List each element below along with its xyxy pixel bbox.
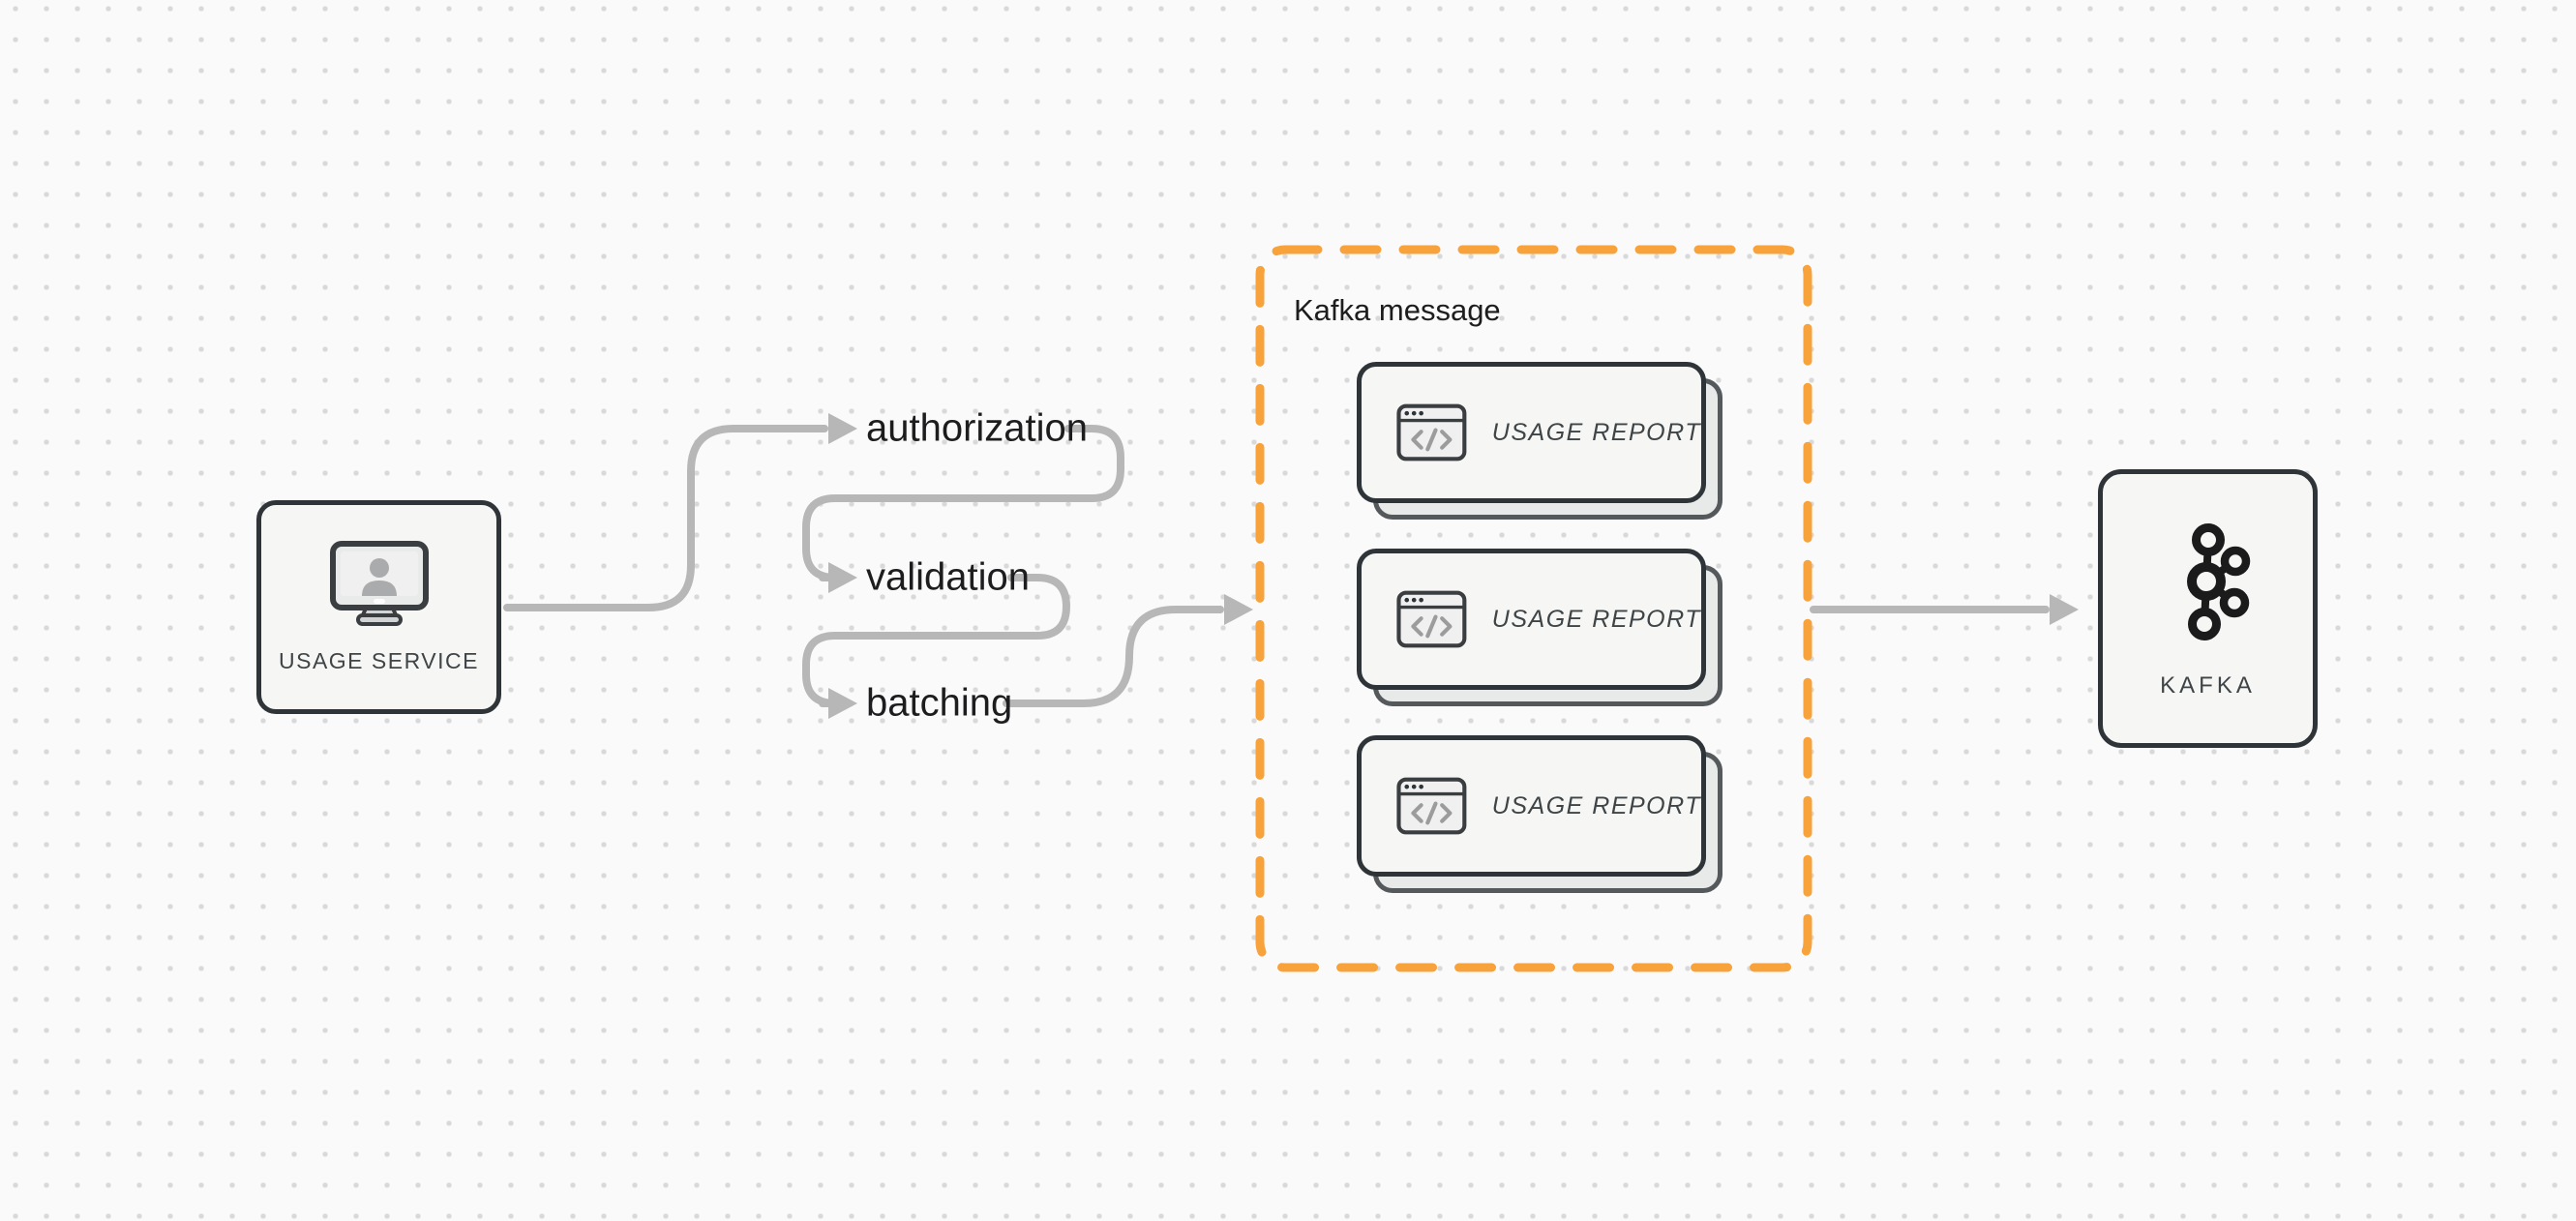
flow-line-batching-to-group xyxy=(1003,606,1224,707)
kafka-logo-icon xyxy=(2186,523,2250,640)
usage-report-card: USAGE REPORT xyxy=(1357,735,1722,893)
monitor-user-icon xyxy=(329,541,429,626)
kafka-message-group-title: Kafka message xyxy=(1294,293,1501,327)
flow-line-authorization-to-validation xyxy=(802,425,1124,581)
usage-report-label: USAGE REPORT xyxy=(1491,605,1701,633)
kafka-node: KAFKA xyxy=(2098,469,2318,748)
usage-report-card-front: USAGE REPORT xyxy=(1357,549,1706,690)
step-label-batching: batching xyxy=(866,681,1013,725)
code-window-icon xyxy=(1396,590,1467,648)
flow-line-validation-to-batching xyxy=(802,574,1071,707)
step-label-authorization: authorization xyxy=(866,406,1089,450)
arrowhead-batching xyxy=(828,688,857,719)
usage-report-card: USAGE REPORT xyxy=(1357,549,1722,706)
code-window-icon xyxy=(1396,403,1467,462)
arrowhead-kafka xyxy=(2050,594,2079,625)
arrowhead-authorization xyxy=(828,413,857,444)
usage-service-label: USAGE SERVICE xyxy=(279,648,479,673)
usage-report-label: USAGE REPORT xyxy=(1491,418,1701,446)
kafka-label: KAFKA xyxy=(2160,672,2256,699)
flow-line-usage-to-authorization xyxy=(503,425,828,611)
usage-service-node: USAGE SERVICE xyxy=(256,500,501,714)
arrowhead-validation xyxy=(828,562,857,593)
kafka-message-group-border xyxy=(1255,245,1812,972)
code-window-icon xyxy=(1396,777,1467,835)
usage-report-card-front: USAGE REPORT xyxy=(1357,362,1706,503)
step-label-validation: validation xyxy=(866,555,1031,599)
arrowhead-group xyxy=(1224,594,1253,625)
usage-report-label: USAGE REPORT xyxy=(1491,791,1701,819)
usage-report-card: USAGE REPORT xyxy=(1357,362,1722,520)
usage-report-card-front: USAGE REPORT xyxy=(1357,735,1706,877)
